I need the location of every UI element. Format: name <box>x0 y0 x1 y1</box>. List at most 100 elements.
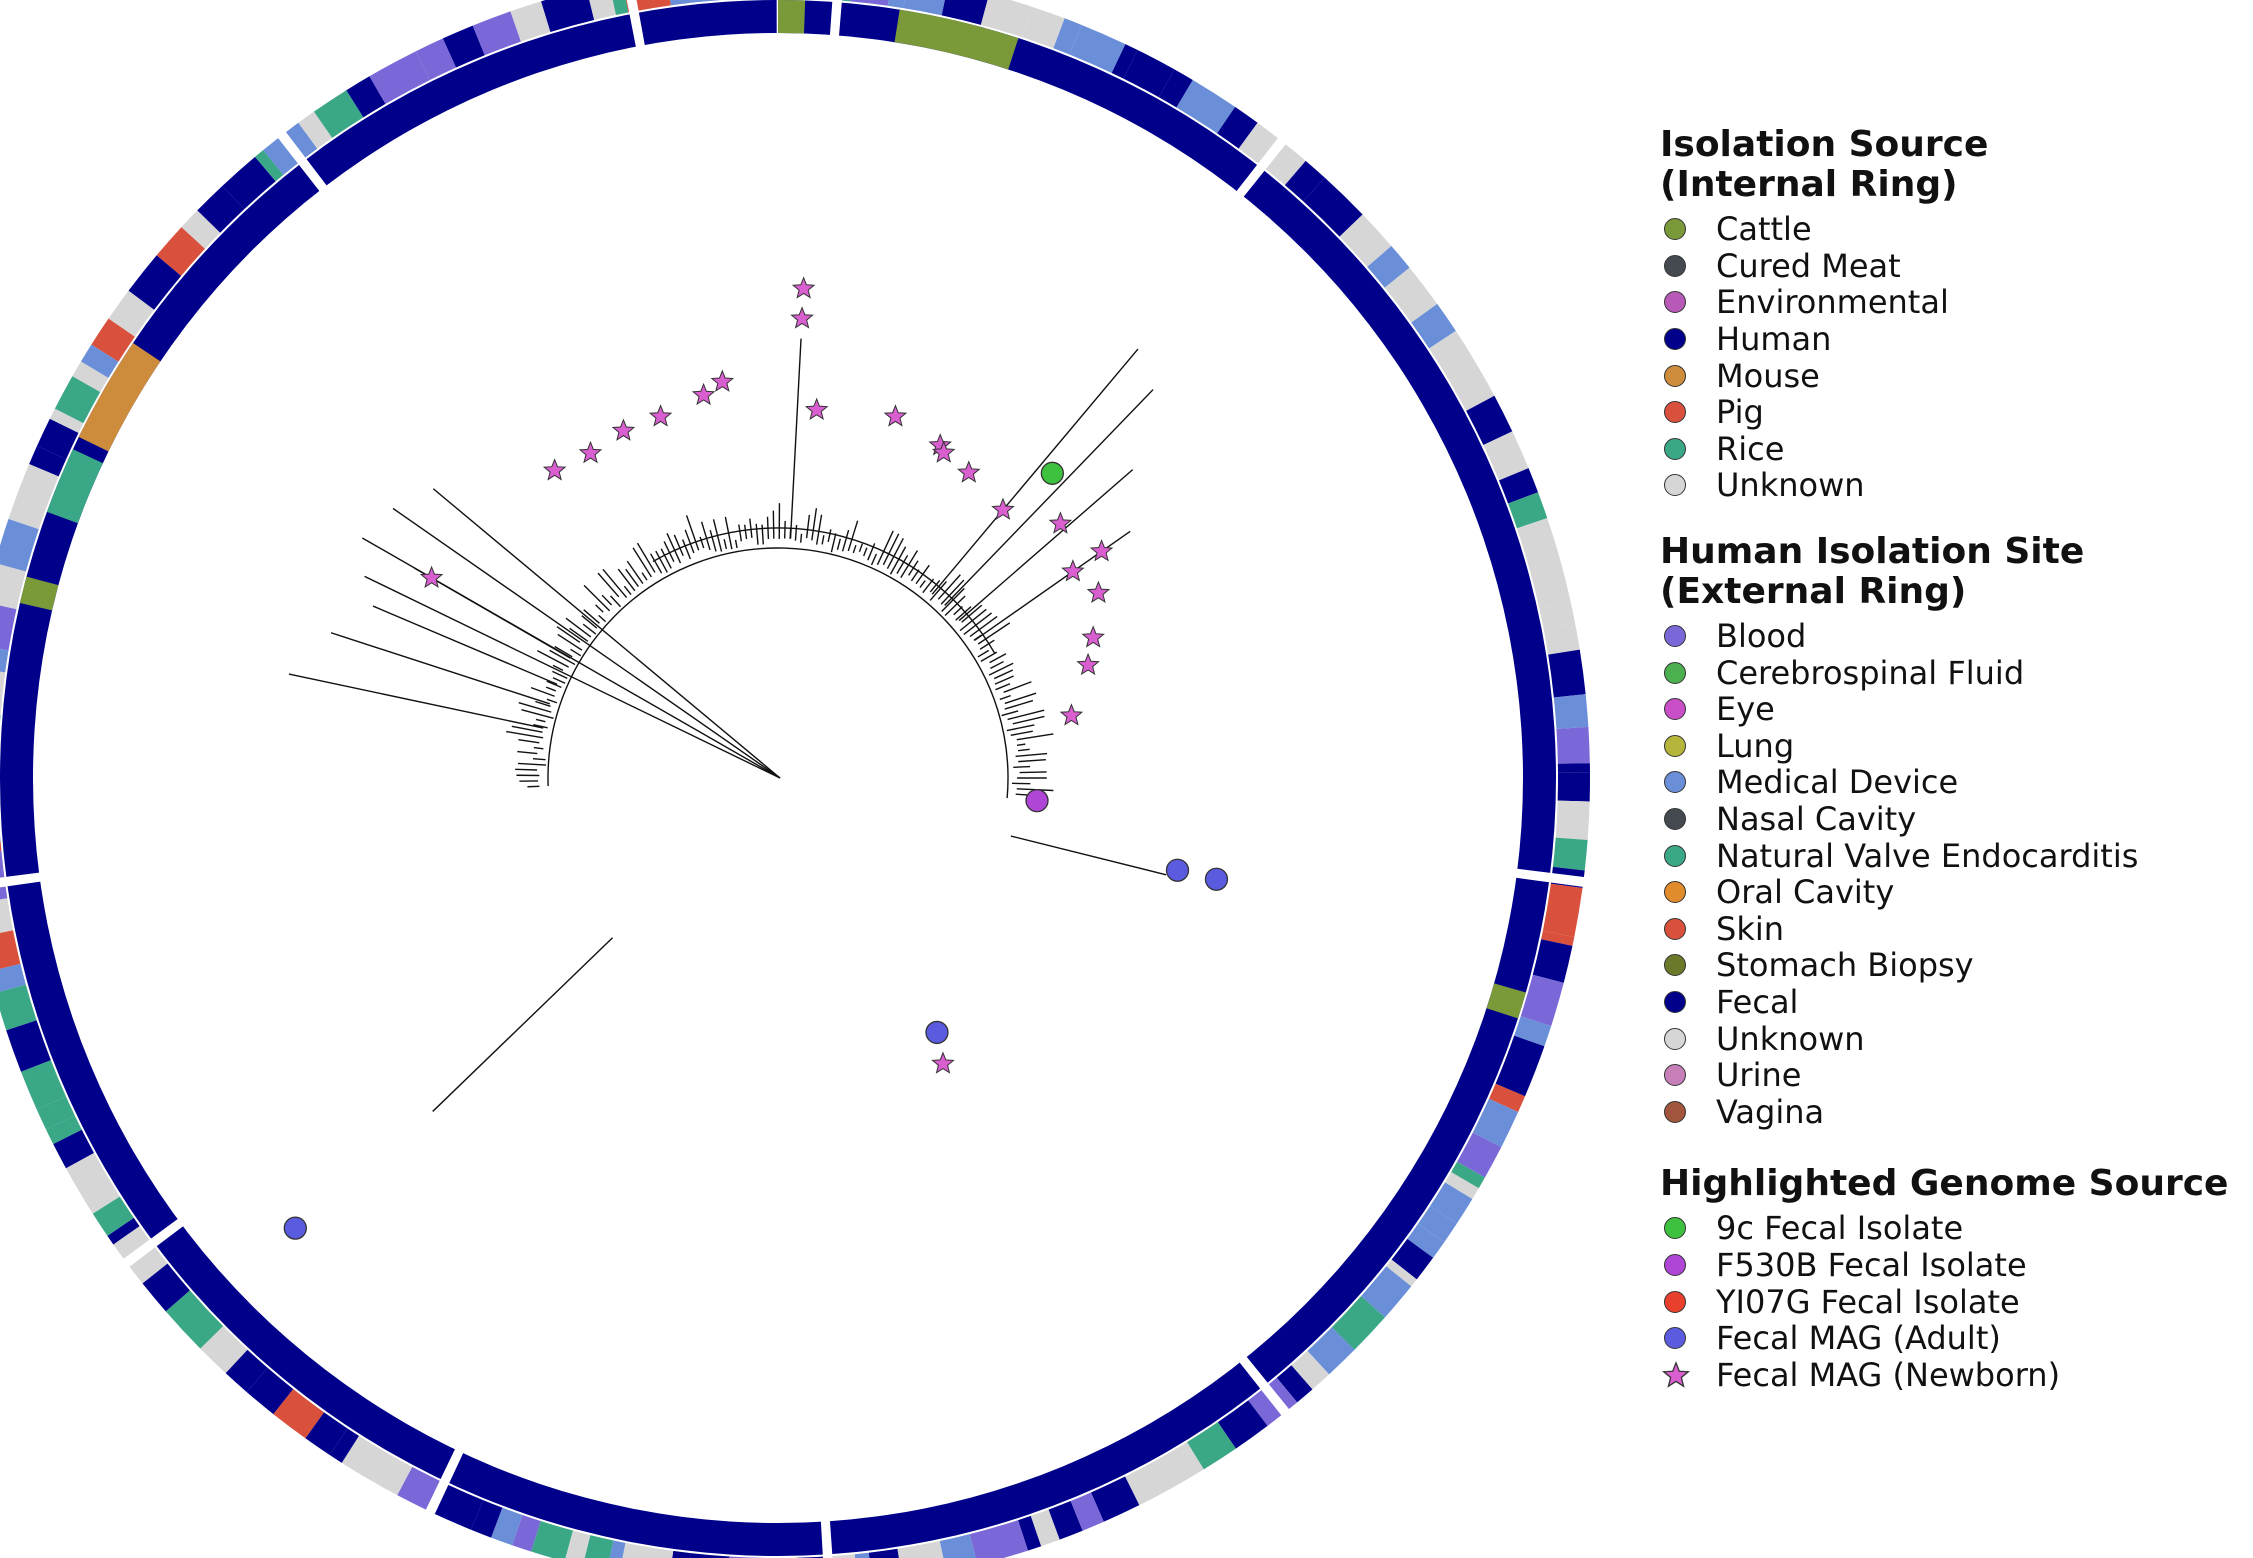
external-ring-segment <box>1307 1327 1355 1375</box>
legend-item: Natural Valve Endocarditis <box>1650 837 2250 874</box>
tree-leaf <box>521 709 554 719</box>
tree-long-branch <box>330 632 550 705</box>
external-ring-segment <box>20 1060 67 1110</box>
tree-leaf <box>863 547 868 557</box>
tree-leaf <box>977 649 990 658</box>
external-ring-segment <box>415 38 457 80</box>
tree-leaf <box>755 523 759 545</box>
external-ring-segment <box>1539 601 1575 629</box>
tree-leaf <box>922 578 935 594</box>
external-ring-segment <box>1556 726 1590 764</box>
legend-item: Stomach Biopsy <box>1650 947 2250 984</box>
external-ring-segment <box>0 833 1 842</box>
external-ring-segment <box>1557 763 1590 773</box>
legend-label: F530B Fecal Isolate <box>1716 1245 2027 1284</box>
tree-long-branch <box>944 389 1154 606</box>
tree-leaf <box>533 723 548 729</box>
legend-label: Lung <box>1716 726 1795 765</box>
newborn-star <box>790 306 814 329</box>
external-ring-segment <box>831 1554 856 1558</box>
tree-leaf <box>712 519 723 552</box>
tree-leaf <box>794 524 798 541</box>
legend-swatch-icon <box>1664 771 1686 794</box>
tree-root-branch <box>432 488 781 779</box>
tree-leaf <box>1017 748 1030 752</box>
legend-swatch-icon <box>1664 698 1686 721</box>
star-icon <box>1662 1360 1690 1388</box>
external-ring-segment <box>341 1435 395 1486</box>
legend-highlighted-title: Highlighted Genome Source <box>1660 1163 2229 1205</box>
tree-leaf <box>655 550 668 573</box>
legend-swatch-icon <box>1664 808 1686 831</box>
external-ring-segment <box>530 1 551 36</box>
newborn-star <box>931 1051 955 1074</box>
legend-swatch-icon <box>1664 990 1686 1013</box>
tree-leaf <box>852 544 857 554</box>
legend-swatch-icon <box>1664 328 1686 351</box>
legend-item: 9c Fecal Isolate <box>1650 1210 2250 1247</box>
tree-leaf <box>830 533 837 553</box>
external-ring-segment <box>1069 24 1126 73</box>
internal-ring-segment <box>46 449 103 524</box>
external-ring-segment <box>897 1541 944 1558</box>
tree-leaf <box>979 639 995 650</box>
external-ring-segment <box>472 11 521 56</box>
legend-swatch-icon <box>1664 401 1686 424</box>
newborn-star <box>1081 625 1105 648</box>
tree-leaf <box>663 541 675 562</box>
external-ring-segment <box>1021 6 1065 49</box>
legend-swatch-icon <box>1664 291 1686 314</box>
tree-leaf <box>910 569 920 582</box>
tree-leaf <box>685 515 700 551</box>
tree-leaf <box>626 560 644 585</box>
external-ring-segment <box>690 1553 730 1558</box>
tree-leaf <box>581 615 598 629</box>
legend-item: Environmental <box>1650 284 2250 321</box>
external-ring-segment <box>255 150 284 182</box>
phylogenetic-tree <box>0 0 1590 1558</box>
legend-item: Human <box>1650 321 2250 358</box>
external-ring-segment <box>1217 106 1258 149</box>
external-ring-segment <box>54 376 101 424</box>
tree-leaf <box>999 694 1011 701</box>
tree-leaf <box>673 534 684 557</box>
external-ring-segment <box>1176 79 1236 134</box>
external-ring-segment <box>156 227 205 276</box>
external-ring-segment <box>584 1535 614 1558</box>
external-ring-segment <box>0 850 8 900</box>
legend-label: Stomach Biopsy <box>1716 946 1974 985</box>
tree-leaf <box>944 595 966 617</box>
tree-leaf <box>1016 743 1026 746</box>
ring-gap <box>1236 136 1287 198</box>
external-ring-segment <box>346 76 386 118</box>
tree-leaf <box>988 662 1014 676</box>
tree-leaf <box>841 529 850 552</box>
external-ring-segment <box>1466 395 1513 446</box>
tree-leaf <box>896 554 909 574</box>
external-ring-segment <box>91 318 135 362</box>
tree-leaf <box>557 633 583 651</box>
ring-gap <box>1239 1356 1291 1417</box>
tree-leaf <box>994 675 1014 685</box>
tree-leaf <box>1015 752 1048 758</box>
tree-leaf <box>515 768 538 771</box>
tree-branches <box>288 338 1167 1112</box>
external-ring-segment <box>510 4 541 42</box>
legend-label: Cerebrospinal Fluid <box>1716 653 2025 692</box>
newborn-star <box>542 458 567 481</box>
highlight-circle <box>925 1020 949 1045</box>
tree-inner-arc <box>652 527 996 654</box>
external-ring-segment <box>305 1412 348 1456</box>
tree-leaf <box>517 762 547 766</box>
tree-leaf <box>799 533 803 543</box>
external-ring-segment <box>0 518 39 572</box>
legend-label: Human <box>1716 320 1832 359</box>
external-ring-segment <box>1445 1172 1479 1199</box>
highlight-circle <box>1204 867 1229 891</box>
external-ring-segment <box>531 1521 573 1558</box>
tree-leaf <box>546 698 558 704</box>
external-ring-segment <box>1386 1259 1417 1287</box>
external-ring-segment <box>0 930 21 969</box>
external-ring-segment <box>0 898 14 933</box>
legend-item: Cattle <box>1650 211 2250 248</box>
